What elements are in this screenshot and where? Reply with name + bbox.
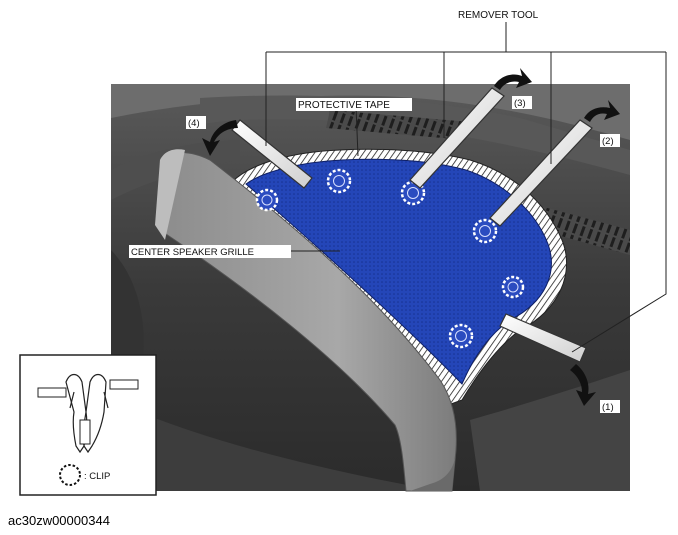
center-speaker-grille-label: CENTER SPEAKER GRILLE	[131, 247, 254, 258]
step-1-label: (1)	[602, 402, 614, 413]
direction-arrows	[202, 68, 620, 406]
remover-tool-2	[489, 119, 593, 227]
protective-tape-label: PROTECTIVE TAPE	[298, 100, 390, 111]
arrow-3	[494, 68, 532, 90]
clip-marker	[255, 188, 279, 212]
front-panel	[159, 152, 457, 492]
clip-markers	[255, 168, 525, 349]
remover-tool-4	[231, 119, 313, 189]
clip-symbol-icon	[59, 464, 81, 486]
clip-marker	[501, 275, 525, 299]
step-2-label: (2)	[602, 136, 614, 147]
figure-code: ac30zw00000344	[8, 513, 110, 528]
clip-legend-label: : CLIP	[84, 471, 110, 482]
arrow-2	[584, 100, 620, 122]
clip-legend: : CLIP	[19, 354, 157, 496]
arrow-1	[570, 364, 596, 406]
remover-tools	[231, 87, 593, 363]
leader-lines	[265, 22, 667, 353]
step-4-label: (4)	[188, 118, 200, 129]
clip-marker	[472, 218, 498, 244]
remover-tool-label: REMOVER TOOL	[458, 10, 539, 21]
protective-tape-leader	[355, 105, 359, 157]
remover-tool-1	[499, 313, 587, 363]
arrow-4	[202, 120, 238, 156]
speaker-grille-shape	[245, 158, 552, 385]
clip-marker	[326, 168, 352, 194]
remover-tool-3	[409, 87, 505, 189]
step-3-label: (3)	[514, 98, 526, 109]
remover-tool-leader-1	[571, 52, 667, 353]
clip-marker	[448, 323, 474, 349]
